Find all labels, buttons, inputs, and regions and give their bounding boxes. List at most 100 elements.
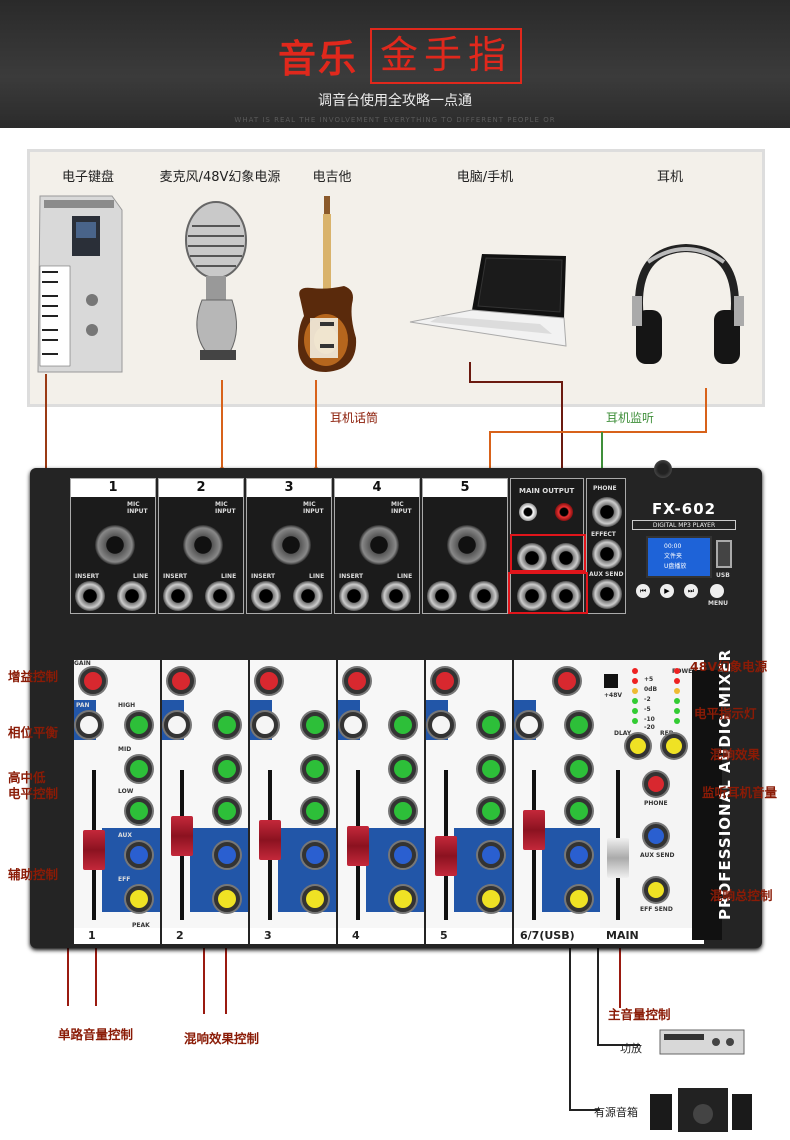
sub-out-right-jack[interactable] — [551, 581, 581, 611]
line-jack[interactable] — [293, 581, 323, 611]
low-knob[interactable] — [478, 798, 504, 824]
mid-knob[interactable] — [126, 756, 152, 782]
main-out-left-jack[interactable] — [517, 543, 547, 573]
rca-right-jack[interactable] — [555, 503, 573, 521]
headphones-icon — [632, 243, 744, 364]
input-channel-4: 4 MIC INPUT INSERT LINE — [334, 478, 420, 614]
insert-jack[interactable] — [339, 581, 369, 611]
line-jack[interactable] — [117, 581, 147, 611]
aux-knob[interactable] — [302, 842, 328, 868]
xlr-jack[interactable] — [447, 525, 487, 565]
gain-knob[interactable] — [80, 668, 106, 694]
input-channel-5: 5 — [422, 478, 508, 614]
gain-label: GAIN — [74, 660, 91, 667]
low-knob[interactable] — [214, 798, 240, 824]
eff-knob[interactable] — [214, 886, 240, 912]
high-knob[interactable] — [214, 712, 240, 738]
channel-fader[interactable] — [171, 816, 193, 856]
line-jack[interactable] — [381, 581, 411, 611]
gain-knob[interactable] — [554, 668, 580, 694]
menu-button[interactable] — [710, 584, 724, 598]
phone-knob[interactable] — [644, 772, 668, 796]
low-knob[interactable] — [566, 798, 592, 824]
high-knob[interactable] — [126, 712, 152, 738]
guitar-icon — [298, 196, 357, 372]
mid-knob[interactable] — [302, 756, 328, 782]
eff-send-knob[interactable] — [644, 878, 668, 902]
microphone-icon — [185, 201, 247, 360]
insert-label: INSERT — [75, 573, 100, 580]
pan-knob[interactable] — [516, 712, 542, 738]
aux-send-knob[interactable] — [644, 824, 668, 848]
low-knob[interactable] — [302, 798, 328, 824]
phone-jack[interactable] — [592, 497, 622, 527]
repeat-knob[interactable] — [662, 734, 686, 758]
xlr-jack[interactable] — [359, 525, 399, 565]
low-knob[interactable] — [390, 798, 416, 824]
insert-jack[interactable] — [75, 581, 105, 611]
previous-track-button[interactable]: ⏮ — [636, 584, 650, 598]
channel-fader[interactable] — [259, 820, 281, 860]
gain-knob[interactable] — [432, 668, 458, 694]
aux-knob[interactable] — [126, 842, 152, 868]
gain-knob[interactable] — [256, 668, 282, 694]
eff-knob[interactable] — [478, 886, 504, 912]
sub-out-left-jack[interactable] — [517, 581, 547, 611]
gain-knob[interactable] — [344, 668, 370, 694]
high-knob[interactable] — [390, 712, 416, 738]
usb-port-icon[interactable] — [716, 540, 732, 568]
insert-jack[interactable] — [251, 581, 281, 611]
xlr-jack[interactable] — [271, 525, 311, 565]
aux-knob[interactable] — [214, 842, 240, 868]
delay-knob[interactable] — [626, 734, 650, 758]
phantom-power-switch[interactable] — [604, 674, 618, 688]
pan-knob[interactable] — [252, 712, 278, 738]
insert-jack[interactable] — [163, 581, 193, 611]
insert-jack[interactable] — [427, 581, 457, 611]
channel-fader[interactable] — [347, 826, 369, 866]
main-out-right-jack[interactable] — [551, 543, 581, 573]
main-fader[interactable] — [607, 838, 629, 878]
channel-fader[interactable] — [523, 810, 545, 850]
annotation-reverb-ctrl: 混响效果控制 — [184, 1031, 260, 1046]
pan-knob[interactable] — [428, 712, 454, 738]
keyboard-icon — [37, 195, 123, 373]
insert-label: INSERT — [339, 573, 364, 580]
line-jack[interactable] — [469, 581, 499, 611]
high-knob[interactable] — [302, 712, 328, 738]
eff-knob[interactable] — [566, 886, 592, 912]
eff-knob[interactable] — [126, 886, 152, 912]
xlr-jack[interactable] — [183, 525, 223, 565]
channel-fader[interactable] — [83, 830, 105, 870]
pan-knob[interactable] — [340, 712, 366, 738]
pan-knob[interactable] — [76, 712, 102, 738]
aux-send-jack[interactable] — [592, 579, 622, 609]
mid-knob[interactable] — [478, 756, 504, 782]
strip-label: 2 — [162, 928, 248, 944]
high-knob[interactable] — [478, 712, 504, 738]
low-knob[interactable] — [126, 798, 152, 824]
strip-label: 5 — [426, 928, 512, 944]
lcd-display: 00:00 文件夹 U盘播放 — [646, 536, 712, 578]
mid-knob[interactable] — [214, 756, 240, 782]
line-jack[interactable] — [205, 581, 235, 611]
gain-knob[interactable] — [168, 668, 194, 694]
play-button[interactable]: ▶ — [660, 584, 674, 598]
mid-knob[interactable] — [390, 756, 416, 782]
high-knob[interactable] — [566, 712, 592, 738]
mic-input-label: MIC INPUT — [215, 501, 236, 515]
xlr-jack[interactable] — [95, 525, 135, 565]
next-track-button[interactable]: ⏭ — [684, 584, 698, 598]
aux-knob[interactable] — [478, 842, 504, 868]
channel-fader[interactable] — [435, 836, 457, 876]
wire-laptop — [469, 362, 563, 506]
rca-left-jack[interactable] — [519, 503, 537, 521]
eff-knob[interactable] — [390, 886, 416, 912]
mid-knob[interactable] — [566, 756, 592, 782]
aux-knob[interactable] — [566, 842, 592, 868]
annotation-level-led: 电平指示灯 — [694, 706, 757, 721]
effect-jack[interactable] — [592, 539, 622, 569]
aux-knob[interactable] — [390, 842, 416, 868]
eff-knob[interactable] — [302, 886, 328, 912]
pan-knob[interactable] — [164, 712, 190, 738]
